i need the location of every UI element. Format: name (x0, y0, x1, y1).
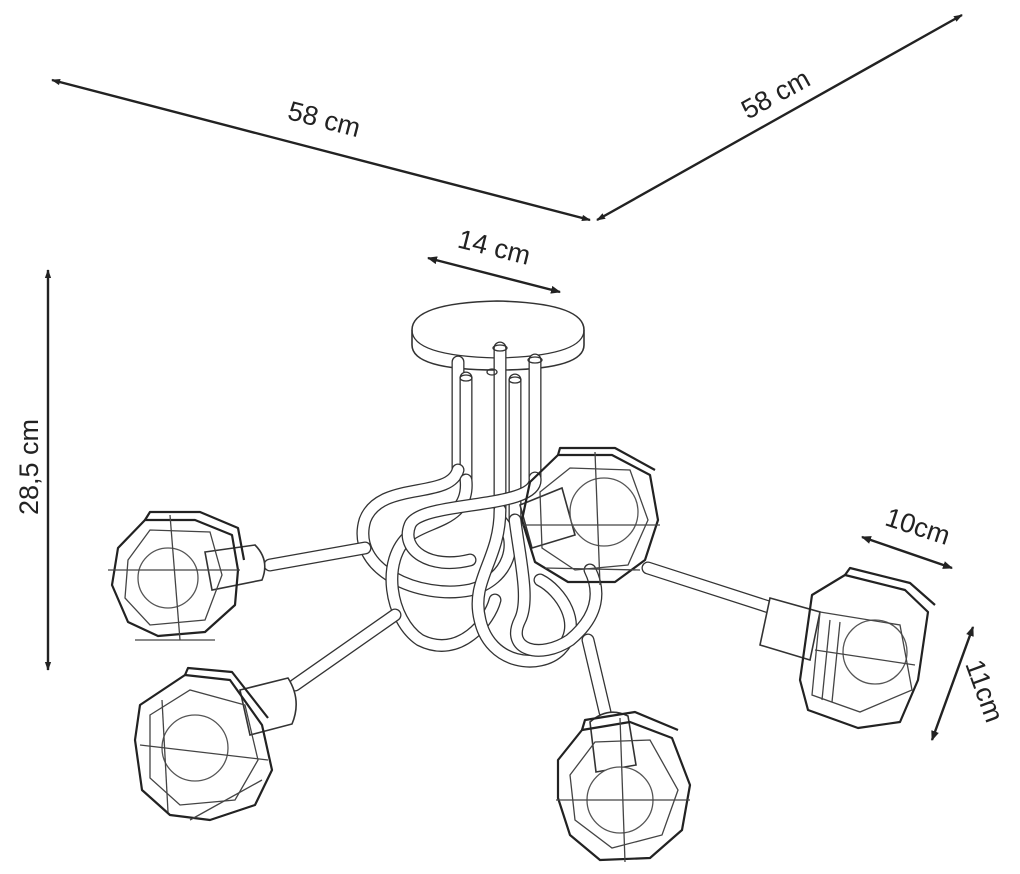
dimension-width-left: 58 cm (51, 78, 591, 222)
lamp-shade-left (108, 510, 266, 641)
lamp-shade-bottom-left (133, 666, 297, 822)
dimension-canopy-diameter-label: 14 cm (455, 224, 534, 271)
lamp-shade-arms (263, 541, 779, 719)
dimension-canopy-diameter: 14 cm (427, 224, 561, 294)
lamp-looping-arms (356, 463, 603, 668)
dimension-width-right: 58 cm (596, 13, 963, 222)
dimension-width-right-label: 58 cm (736, 63, 815, 125)
dimension-shade-height-label: 11cm (959, 656, 1009, 726)
lamp-shade-bottom-center (556, 710, 692, 863)
ceiling-lamp-drawing (108, 300, 936, 863)
dimension-height: 28,5 cm (14, 269, 52, 671)
lamp-shade-top-right (519, 446, 660, 586)
dimension-shade-diameter: 10cm (861, 502, 954, 570)
dimension-width-left-label: 58 cm (285, 96, 364, 144)
dimension-shade-diameter-label: 10cm (882, 502, 954, 551)
lamp-shade-right (759, 566, 936, 730)
dimension-height-label: 28,5 cm (14, 419, 44, 515)
dimension-shade-height: 11cm (930, 626, 1010, 741)
